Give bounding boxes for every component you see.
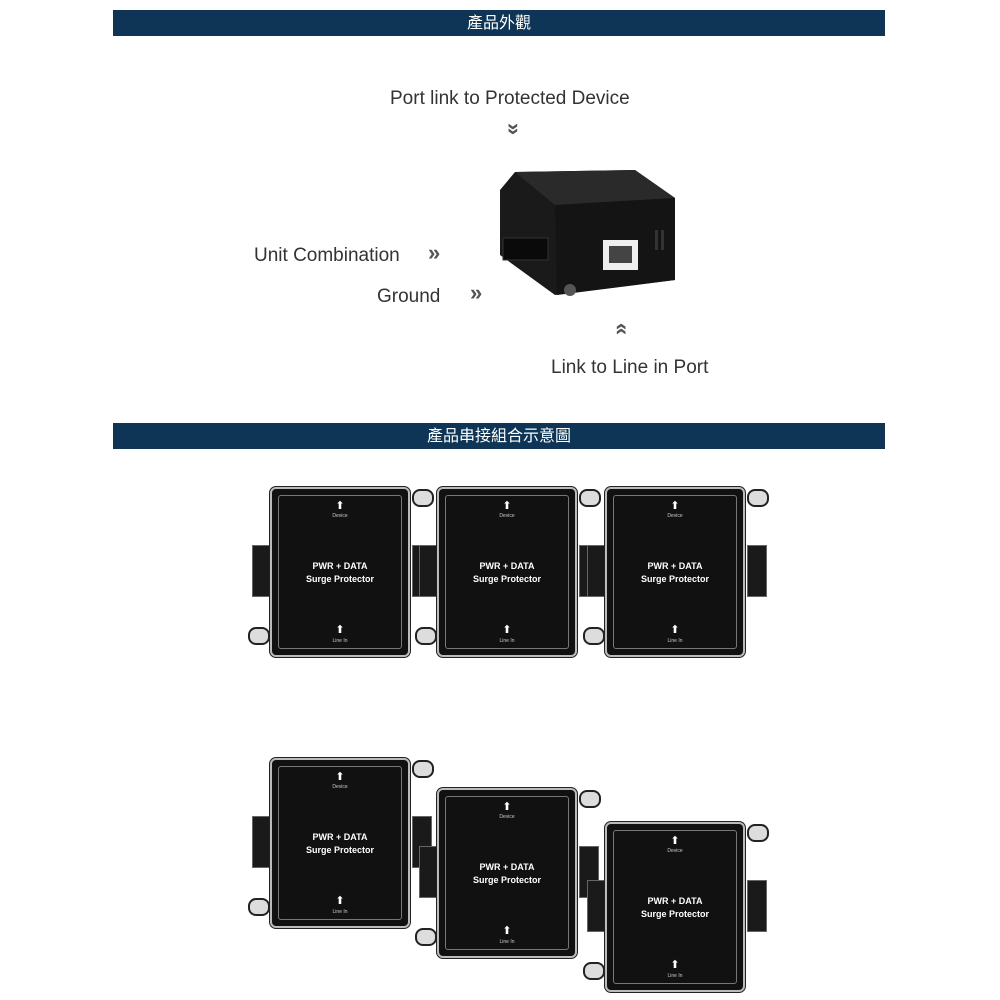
arrow-up-icon: ⬆ <box>335 895 345 907</box>
surge-protector-unit: ⬆ Device PWR + DATA Surge Protector ⬆ Li… <box>583 487 769 657</box>
side-tab <box>419 846 439 898</box>
unit-subtitle: Surge Protector <box>472 574 541 584</box>
device-label: Device <box>332 513 348 519</box>
unit-title: PWR + DATA <box>647 561 703 571</box>
side-tab <box>252 545 272 597</box>
device-label: Device <box>667 848 683 854</box>
surge-protector-unit: ⬆ Device PWR + DATA Surge Protector ⬆ Li… <box>248 758 434 928</box>
unit-title: PWR + DATA <box>479 561 535 571</box>
side-tab <box>587 545 607 597</box>
side-tab <box>747 545 767 597</box>
unit-body: ⬆ Device PWR + DATA Surge Protector ⬆ Li… <box>437 487 577 657</box>
product-photo <box>500 170 675 296</box>
side-tab <box>587 880 607 932</box>
label-line-in: Link to Line in Port <box>551 357 709 378</box>
mount-ear <box>415 627 437 645</box>
mount-ear <box>583 627 605 645</box>
arrow-up-icon: ⬆ <box>670 624 680 636</box>
line-in-label: Line In <box>499 939 515 945</box>
mount-ear <box>747 489 769 507</box>
side-tab <box>419 545 439 597</box>
label-port-link: Port link to Protected Device <box>390 88 630 109</box>
arrow-up-icon: ⬆ <box>670 835 680 847</box>
unit-subtitle: Surge Protector <box>640 909 709 919</box>
arrow-up-icon: ⬆ <box>670 500 680 512</box>
unit-body: ⬆ Device PWR + DATA Surge Protector ⬆ Li… <box>605 487 745 657</box>
arrow-up-icon: ⬆ <box>502 500 512 512</box>
device-label: Device <box>499 814 515 820</box>
mount-ear <box>415 928 437 946</box>
unit-title: PWR + DATA <box>312 832 368 842</box>
side-tab <box>747 880 767 932</box>
unit-title: PWR + DATA <box>647 896 703 906</box>
unit-title: PWR + DATA <box>312 561 368 571</box>
mount-ear <box>412 760 434 778</box>
chevron-down-icon: » <box>502 122 528 136</box>
side-tab <box>252 816 272 868</box>
device-label: Device <box>332 784 348 790</box>
mount-ear <box>579 489 601 507</box>
line-in-label: Line In <box>667 973 683 979</box>
surge-protector-unit: ⬆ Device PWR + DATA Surge Protector ⬆ Li… <box>415 788 601 958</box>
surge-protector-unit: ⬆ Device PWR + DATA Surge Protector ⬆ Li… <box>583 822 769 992</box>
chevron-right-icon: » <box>470 280 483 305</box>
unit-body: ⬆ Device PWR + DATA Surge Protector ⬆ Li… <box>437 788 577 958</box>
label-ground: Ground <box>377 286 441 307</box>
label-unit-combination: Unit Combination <box>254 245 400 266</box>
arrow-up-icon: ⬆ <box>335 771 345 783</box>
mount-ear <box>579 790 601 808</box>
line-in-label: Line In <box>499 638 515 644</box>
section-banner-appearance: 產品外觀 <box>113 10 885 36</box>
line-in-label: Line In <box>332 909 348 915</box>
arrow-up-icon: ⬆ <box>502 624 512 636</box>
device-label: Device <box>667 513 683 519</box>
chevron-right-icon: » <box>428 240 441 265</box>
arrow-up-icon: ⬆ <box>502 925 512 937</box>
unit-subtitle: Surge Protector <box>640 574 709 584</box>
line-in-label: Line In <box>667 638 683 644</box>
device-label: Device <box>499 513 515 519</box>
section-banner-combination: 產品串接組合示意圖 <box>113 423 885 449</box>
mount-ear <box>412 489 434 507</box>
unit-subtitle: Surge Protector <box>472 875 541 885</box>
unit-title: PWR + DATA <box>479 862 535 872</box>
chevron-up-icon: » <box>607 322 633 336</box>
unit-body: ⬆ Device PWR + DATA Surge Protector ⬆ Li… <box>270 758 410 928</box>
mount-ear <box>248 898 270 916</box>
mount-ear <box>248 627 270 645</box>
mount-ear <box>583 962 605 980</box>
unit-subtitle: Surge Protector <box>305 574 374 584</box>
unit-body: ⬆ Device PWR + DATA Surge Protector ⬆ Li… <box>270 487 410 657</box>
arrow-up-icon: ⬆ <box>502 801 512 813</box>
line-in-label: Line In <box>332 638 348 644</box>
unit-subtitle: Surge Protector <box>305 845 374 855</box>
unit-body: ⬆ Device PWR + DATA Surge Protector ⬆ Li… <box>605 822 745 992</box>
arrow-up-icon: ⬆ <box>335 500 345 512</box>
arrow-up-icon: ⬆ <box>335 624 345 636</box>
arrow-up-icon: ⬆ <box>670 959 680 971</box>
mount-ear <box>747 824 769 842</box>
surge-protector-unit: ⬆ Device PWR + DATA Surge Protector ⬆ Li… <box>415 487 601 657</box>
surge-protector-unit: ⬆ Device PWR + DATA Surge Protector ⬆ Li… <box>248 487 434 657</box>
